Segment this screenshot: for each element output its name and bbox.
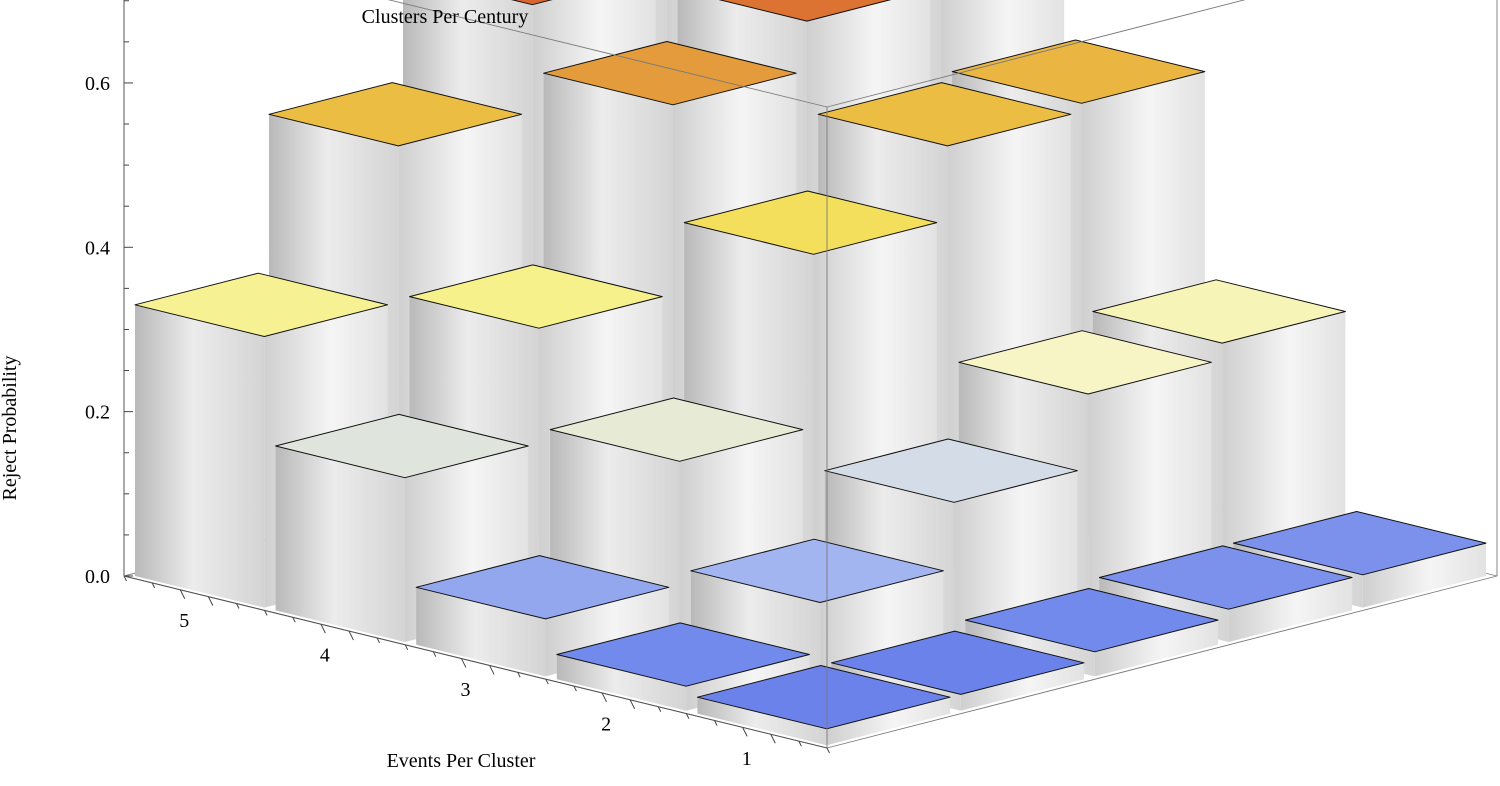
bar-top xyxy=(683,190,938,255)
bar-top xyxy=(275,413,529,479)
bar-side-left xyxy=(416,587,546,677)
x-tick-label: 5 xyxy=(179,610,189,632)
x-tick-mark xyxy=(264,610,268,616)
x-tick-mark xyxy=(489,665,495,675)
bar-top xyxy=(415,555,670,620)
x-tick-mark xyxy=(404,644,409,651)
x-tick-mark xyxy=(685,713,690,719)
bars-layer xyxy=(134,0,1487,746)
bar-top xyxy=(409,264,663,329)
bar-top xyxy=(817,82,1072,147)
bar-side-right xyxy=(1222,311,1346,574)
bar-top xyxy=(1232,511,1487,576)
bar-top xyxy=(824,438,1078,503)
bar-top xyxy=(556,622,810,687)
bar-top xyxy=(830,630,1085,695)
x-tick-mark xyxy=(601,692,607,703)
box-edge-front-3 xyxy=(387,0,828,108)
x-tick-mark xyxy=(742,727,748,737)
x-tick-mark xyxy=(573,685,577,692)
bar-top xyxy=(549,397,804,462)
bar-top xyxy=(134,272,389,337)
x-tick-mark xyxy=(657,706,662,712)
bar-side-left xyxy=(556,654,687,711)
bar-top xyxy=(951,39,1206,104)
z-tick-label: 0.6 xyxy=(85,73,110,95)
bar-side-right xyxy=(1088,362,1212,608)
x-tick-mark xyxy=(348,630,354,641)
bar-side-right xyxy=(1228,577,1352,642)
axes-layer: 0.00.20.40.61234512345 xyxy=(85,0,830,770)
bar-top xyxy=(1092,279,1346,344)
x-tick-label: 3 xyxy=(461,679,471,701)
box-edge-front-1 xyxy=(826,575,1498,749)
bar-top xyxy=(543,41,797,106)
bar-top xyxy=(1098,545,1353,610)
bar-side-left xyxy=(275,446,405,642)
bar-top xyxy=(718,0,892,22)
bar-top xyxy=(690,538,944,603)
bar-top xyxy=(511,0,553,6)
bar-side-right xyxy=(1362,543,1486,608)
x-tick-mark xyxy=(376,637,381,644)
x-tick-mark xyxy=(292,617,296,623)
z-tick-label: 0.2 xyxy=(85,402,110,424)
bar-top xyxy=(696,665,951,730)
x-tick-mark xyxy=(460,658,467,668)
x-tick-mark xyxy=(432,651,437,657)
box-edge-front-4 xyxy=(826,0,1246,108)
x-tick-mark xyxy=(629,699,636,710)
bar-side-right xyxy=(1094,620,1218,677)
x-tick-mark xyxy=(714,720,718,726)
x-tick-mark xyxy=(236,603,240,609)
x-tick-mark xyxy=(770,734,776,744)
x-axis-line xyxy=(123,575,828,749)
x-tick-mark xyxy=(179,589,186,599)
z-tick-label: 0.0 xyxy=(85,566,110,588)
x-tick-mark xyxy=(545,678,549,685)
bar-side-right xyxy=(826,697,950,746)
bar-top xyxy=(268,82,523,147)
x-tick-mark xyxy=(798,740,802,747)
bar-side-left xyxy=(135,304,265,608)
bar-top xyxy=(964,588,1219,653)
bar-top xyxy=(958,330,1212,395)
x-tick-mark xyxy=(517,672,521,678)
x-tick-mark xyxy=(320,623,326,634)
x-tick-label: 1 xyxy=(742,748,752,770)
x-tick-label: 2 xyxy=(601,713,611,735)
bar-e1-c1 xyxy=(696,665,951,746)
x-tick-mark xyxy=(826,747,830,754)
x-tick-mark xyxy=(151,582,156,589)
x-tick-mark xyxy=(123,575,127,582)
z-tick-label: 0.4 xyxy=(85,237,110,259)
x-axis-title: Events Per Cluster xyxy=(387,750,536,772)
y-axis-title: Clusters Per Century xyxy=(362,6,529,28)
bar-side-right xyxy=(960,662,1084,711)
bar-side-left xyxy=(697,697,827,746)
x-tick-mark xyxy=(207,596,214,606)
z-axis-title: Reject Probability xyxy=(0,356,21,501)
x-tick-label: 4 xyxy=(320,645,330,667)
